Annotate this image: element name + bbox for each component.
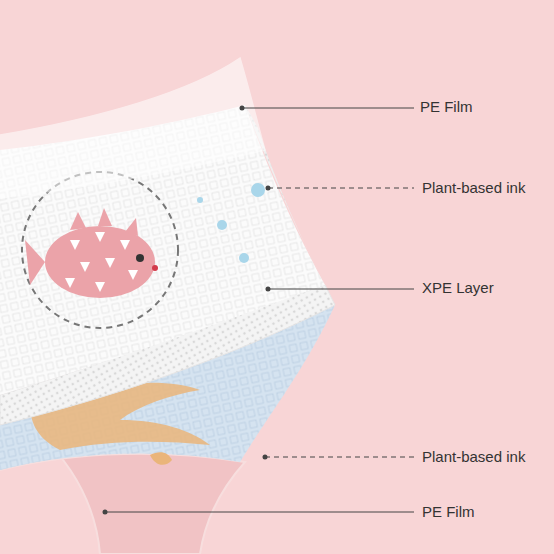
- layer-label: PE Film: [422, 503, 475, 521]
- layer-label: Plant-based ink: [422, 179, 525, 197]
- pufferfish-mouth: [152, 265, 158, 271]
- pufferfish-spikes: [70, 208, 138, 236]
- pufferfish-body: [45, 226, 155, 298]
- layer-label: Plant-based ink: [422, 448, 525, 466]
- pe-film-top: [0, 58, 265, 198]
- dashed-circle: [22, 172, 178, 328]
- layer-label: PE Film: [420, 98, 473, 116]
- pufferfish-eye: [136, 254, 144, 262]
- ink-droplets: [197, 183, 265, 263]
- leader-lines: [105, 108, 414, 512]
- pufferfish-spots: [65, 232, 138, 292]
- yellow-print-mark: [150, 452, 172, 465]
- pufferfish-tail: [25, 240, 45, 285]
- layer-label: XPE Layer: [422, 279, 494, 297]
- leader-dots: [103, 106, 271, 515]
